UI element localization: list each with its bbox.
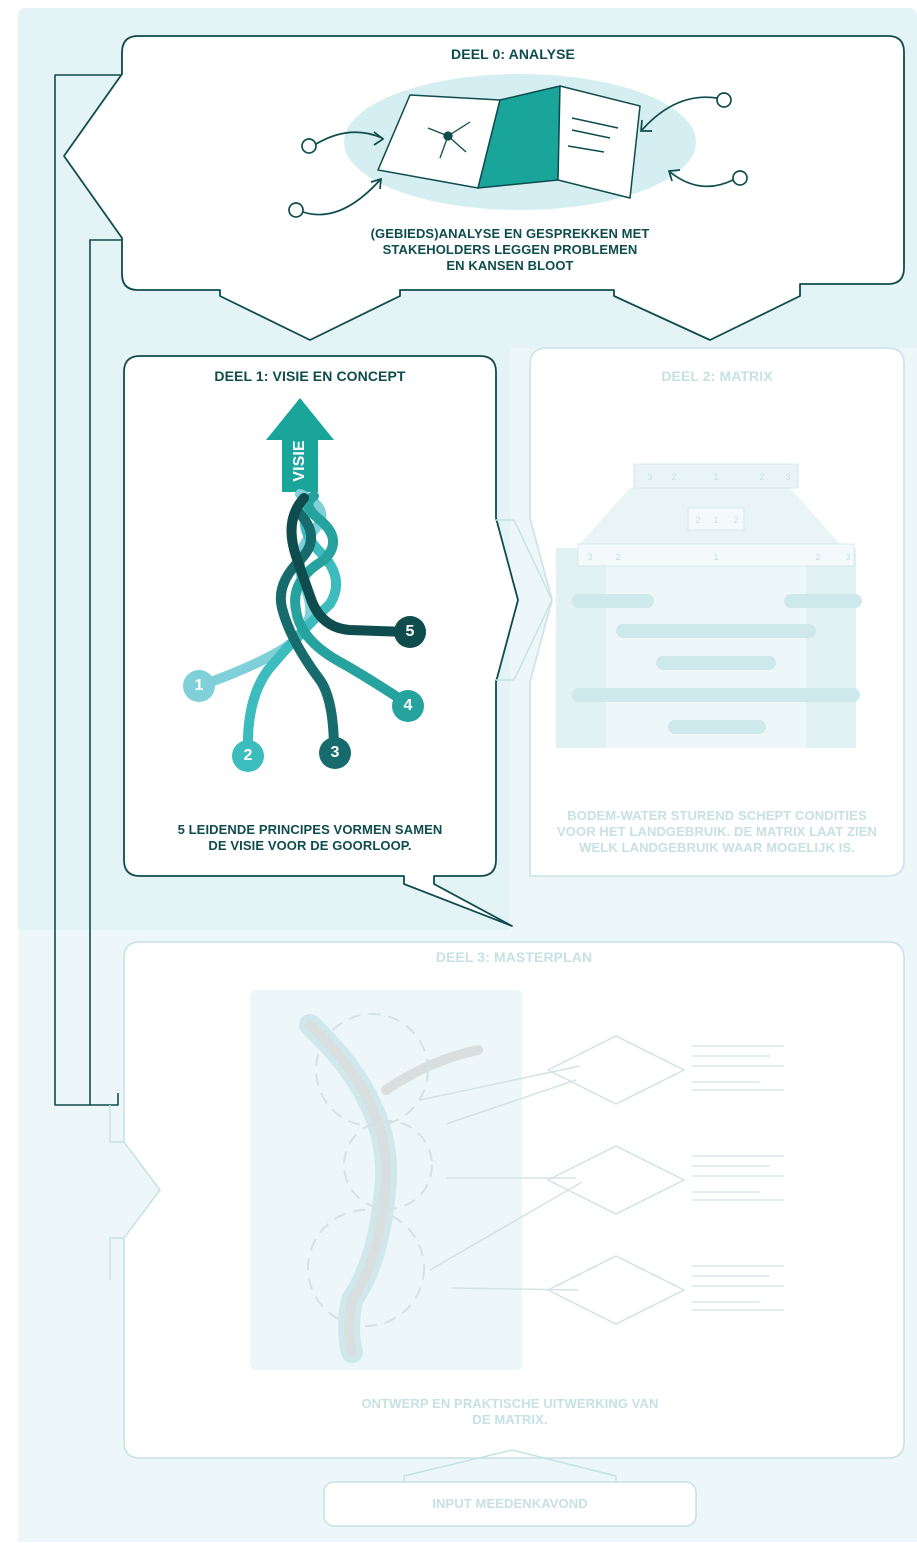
matrix-scale-number: 3 — [587, 552, 592, 562]
matrix-scale-number: 2 — [815, 552, 820, 562]
vision-arrow — [266, 398, 334, 492]
compass-icon — [427, 121, 471, 159]
vision-to-matrix-arrow — [496, 519, 553, 681]
vision-title: DEEL 1: VISIE EN CONCEPT — [214, 368, 406, 384]
matrix-scale-number: 3 — [845, 552, 850, 562]
principle-4: 4 — [403, 697, 413, 714]
principle-5: 5 — [405, 623, 415, 640]
folded-map-icon — [377, 85, 641, 199]
masterplan-arrow-stub — [109, 1105, 124, 1280]
masterplan-caption-line: DE MATRIX. — [472, 1412, 548, 1427]
matrix-scale-bottom: 3 2 1 2 3 — [587, 552, 850, 562]
principle-3: 3 — [330, 744, 340, 761]
analysis-caption: (GEBIEDS)ANALYSE EN GESPREKKEN MET STAKE… — [300, 226, 720, 274]
analysis-caption-line: (GEBIEDS)ANALYSE EN GESPREKKEN MET — [370, 226, 650, 241]
vision-caption: 5 LEIDENDE PRINCIPES VORMEN SAMEN DE VIS… — [124, 822, 496, 854]
analysis-caption-line: EN KANSEN BLOOT — [446, 258, 574, 273]
matrix-scale-number: 2 — [615, 552, 620, 562]
input-box — [323, 1481, 697, 1527]
matrix-scale-top: 3 2 1 2 3 — [647, 472, 790, 482]
matrix-scale-number: 2 — [671, 472, 676, 482]
vision-box — [123, 355, 519, 927]
braided-principles — [195, 489, 413, 759]
principle-1: 1 — [194, 677, 204, 694]
analysis-title: DEEL 0: ANALYSE — [451, 46, 575, 62]
masterplan-caption: ONTWERP EN PRAKTISCHE UITWERKING VAN DE … — [300, 1396, 720, 1428]
matrix-scale-number: 2 — [759, 472, 764, 482]
vision-arrow-label: VISIE — [291, 440, 308, 482]
matrix-scale-number: 3 — [647, 472, 652, 482]
matrix-scale-number: 3 — [785, 472, 790, 482]
input-label: INPUT MEEDENKAVOND — [432, 1496, 588, 1511]
masterplan-title: DEEL 3: MASTERPLAN — [435, 949, 593, 965]
principle-2: 2 — [243, 747, 253, 764]
matrix-scale-number: 1 — [713, 472, 718, 482]
masterplan-map — [250, 990, 522, 1370]
principle-nodes — [183, 616, 426, 772]
vision-caption-line: 5 LEIDENDE PRINCIPES VORMEN SAMEN — [177, 822, 443, 837]
matrix-caption: BODEM-WATER STUREND SCHEPT CONDITIES VOO… — [530, 808, 904, 856]
matrix-graphic: 3 2 1 2 3 2 1 2 3 2 1 2 3 — [556, 463, 862, 748]
matrix-caption-line: VOOR HET LANDGEBRUIK. DE MATRIX LAAT ZIE… — [557, 824, 877, 839]
matrix-title: DEEL 2: MATRIX — [661, 368, 773, 384]
masterplan-layers — [419, 1035, 784, 1325]
matrix-caption-line: BODEM-WATER STUREND SCHEPT CONDITIES — [567, 808, 867, 823]
input-arrow — [403, 1449, 617, 1482]
masterplan-caption-line: ONTWERP EN PRAKTISCHE UITWERKING VAN — [361, 1396, 659, 1411]
matrix-scale-number: 1 — [713, 515, 718, 525]
matrix-scale-number: 2 — [695, 515, 700, 525]
vision-caption-line: DE VISIE VOOR DE GOORLOOP. — [208, 838, 412, 853]
loop-line-inner — [89, 239, 122, 1105]
stakeholder-arrows — [288, 92, 748, 218]
matrix-caption-line: WELK LANDGEBRUIK WAAR MOGELIJK IS. — [579, 840, 855, 855]
matrix-scale-number: 1 — [713, 552, 718, 562]
matrix-scale-mid: 2 1 2 — [695, 515, 738, 525]
analysis-caption-line: STAKEHOLDERS LEGGEN PROBLEMEN — [382, 242, 638, 257]
matrix-scale-number: 2 — [733, 515, 738, 525]
